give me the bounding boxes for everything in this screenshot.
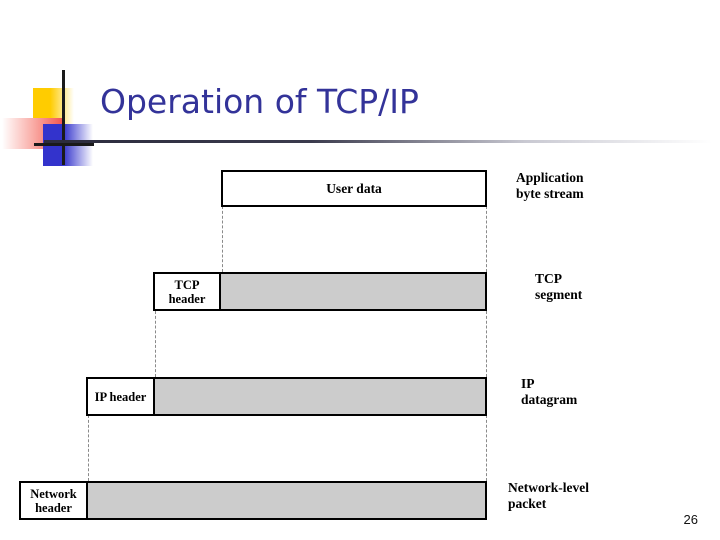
deco-vertical-rule: [62, 70, 65, 165]
ip-payload-cell: [155, 379, 485, 414]
page-title: Operation of TCP/IP: [100, 82, 419, 121]
dashed-connector-right-ip: [486, 415, 487, 481]
label-network-level-packet: Network-level packet: [508, 480, 589, 512]
row-ip-datagram: IP header: [86, 377, 487, 416]
title-underline-rule: [44, 140, 712, 143]
label-tcp-segment: TCP segment: [535, 271, 583, 303]
dashed-connector-right-user-data: [486, 206, 487, 272]
tcp-header-cell: TCP header: [155, 274, 221, 309]
dashed-connector-left-tcp: [155, 311, 156, 377]
label-application-byte-stream: Application byte stream: [516, 170, 584, 202]
row-network-level-packet: Network header: [19, 481, 487, 520]
row-tcp-segment: TCP header: [153, 272, 487, 311]
network-header-cell: Network header: [21, 483, 88, 518]
dashed-connector-right-tcp: [486, 311, 487, 377]
title-decoration-graphic: [0, 70, 110, 166]
page-number: 26: [683, 512, 698, 527]
dashed-connector-left-user-data: [222, 206, 223, 272]
row-user-data: User data: [221, 170, 487, 207]
label-ip-datagram: IP datagram: [521, 376, 578, 408]
user-data-payload: User data: [223, 172, 485, 205]
ip-header-cell: IP header: [88, 379, 155, 414]
tcp-payload-cell: [221, 274, 485, 309]
deco-horizontal-rule: [34, 143, 94, 146]
network-payload-cell: [88, 483, 485, 518]
dashed-connector-left-ip: [88, 415, 89, 481]
